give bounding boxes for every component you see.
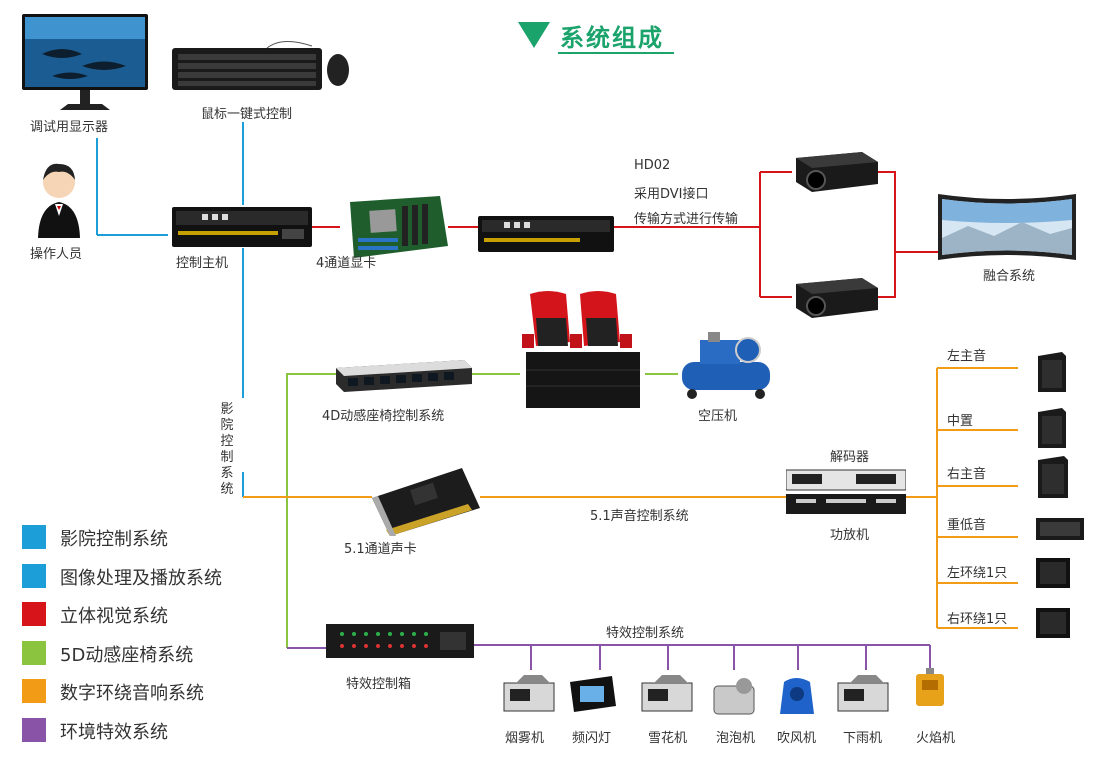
label-effect-device: 泡泡机	[716, 731, 756, 746]
label-speaker: 右主音	[947, 467, 987, 482]
strobe-light-icon	[570, 676, 616, 712]
speaker-icon	[1036, 558, 1070, 588]
title-triangle-icon	[518, 22, 550, 48]
speaker-icon	[1038, 352, 1066, 392]
label-hd02: HD02	[634, 158, 671, 173]
label-sound-card: 5.1通道声卡	[344, 542, 417, 557]
legend-swatch	[22, 717, 46, 742]
seat-controller-icon	[336, 360, 472, 392]
label-keyboard: 鼠标一键式控制	[201, 107, 293, 122]
label-gpu: 4通道显卡	[316, 256, 377, 271]
legend-label: 立体视觉系统	[60, 606, 168, 627]
mouse-icon	[327, 54, 349, 86]
video-processor-icon	[478, 216, 614, 252]
label-speaker: 中置	[947, 414, 974, 429]
label-operator: 操作人员	[30, 247, 83, 262]
label-speaker: 右环绕1只	[947, 612, 1008, 627]
label-transmission: 传输方式进行传输	[634, 212, 739, 227]
snow-machine-icon	[641, 675, 693, 712]
label-decoder: 解码器	[830, 450, 870, 465]
amplifier-icon	[786, 469, 906, 514]
label-speaker: 左环绕1只	[947, 566, 1008, 581]
label-speaker: 重低音	[947, 518, 987, 533]
rain-machine-icon	[837, 675, 889, 712]
label-effect-device: 吹风机	[777, 731, 817, 746]
subwoofer-icon	[1036, 518, 1084, 540]
blower-icon	[780, 678, 814, 714]
air-compressor-icon	[682, 332, 770, 399]
label-audio-control: 5.1声音控制系统	[590, 509, 689, 524]
legend-label: 环境特效系统	[60, 721, 168, 743]
title-underline	[558, 52, 674, 54]
effects-control-box-icon	[326, 624, 474, 658]
fusion-screen-icon	[938, 194, 1076, 260]
operator-icon	[38, 163, 80, 238]
label-dvi: 采用DVI接口	[634, 187, 709, 202]
label-effect-device: 下雨机	[843, 731, 883, 746]
motion-seat-icon	[522, 291, 640, 408]
legend-swatch	[22, 525, 46, 549]
red-wire	[878, 171, 896, 298]
label-compressor: 空压机	[698, 409, 738, 424]
label-effect-device: 烟雾机	[505, 731, 545, 746]
label-speaker: 左主音	[947, 349, 987, 364]
legend-swatch	[22, 602, 46, 626]
legend-label: 数字环绕音响系统	[60, 683, 204, 704]
graphics-card-icon	[350, 196, 448, 258]
legend-label: 影院控制系统	[60, 529, 168, 550]
speaker-icon	[1038, 456, 1068, 498]
control-host-icon	[172, 207, 312, 247]
projector-icon	[796, 278, 878, 318]
label-fusion: 融合系统	[983, 269, 1036, 284]
label-effect-device: 火焰机	[916, 731, 956, 746]
green-wire	[286, 373, 336, 648]
title-text: 系统组成	[560, 24, 664, 52]
projector-icon	[796, 152, 878, 192]
monitor-icon	[22, 14, 148, 110]
keyboard-icon	[172, 41, 349, 90]
label-effect-device: 频闪灯	[572, 731, 612, 746]
speaker-icon	[1038, 408, 1066, 448]
label-effects-box: 特效控制箱	[346, 677, 412, 692]
label-monitor: 调试用显示器	[30, 120, 109, 135]
speaker-icon	[1036, 608, 1070, 638]
label-control-host: 控制主机	[176, 256, 229, 271]
flame-machine-icon	[916, 668, 944, 706]
bubble-machine-icon	[713, 678, 755, 715]
legend-swatch	[22, 563, 46, 588]
sound-card-icon	[372, 468, 480, 536]
label-effects-control: 特效控制系统	[606, 626, 685, 641]
legend-label: 图像处理及播放系统	[60, 567, 222, 589]
fog-machine-icon	[503, 675, 555, 712]
label-seat-controller: 4D动感座椅控制系统	[322, 409, 445, 424]
label-cinema-control: 影院控制系统	[220, 402, 234, 497]
label-amplifier: 功放机	[830, 528, 870, 543]
label-effect-device: 雪花机	[648, 731, 688, 746]
legend-swatch	[22, 679, 46, 703]
legend-label: 5D动感座椅系统	[60, 644, 194, 666]
legend-swatch	[22, 640, 46, 665]
